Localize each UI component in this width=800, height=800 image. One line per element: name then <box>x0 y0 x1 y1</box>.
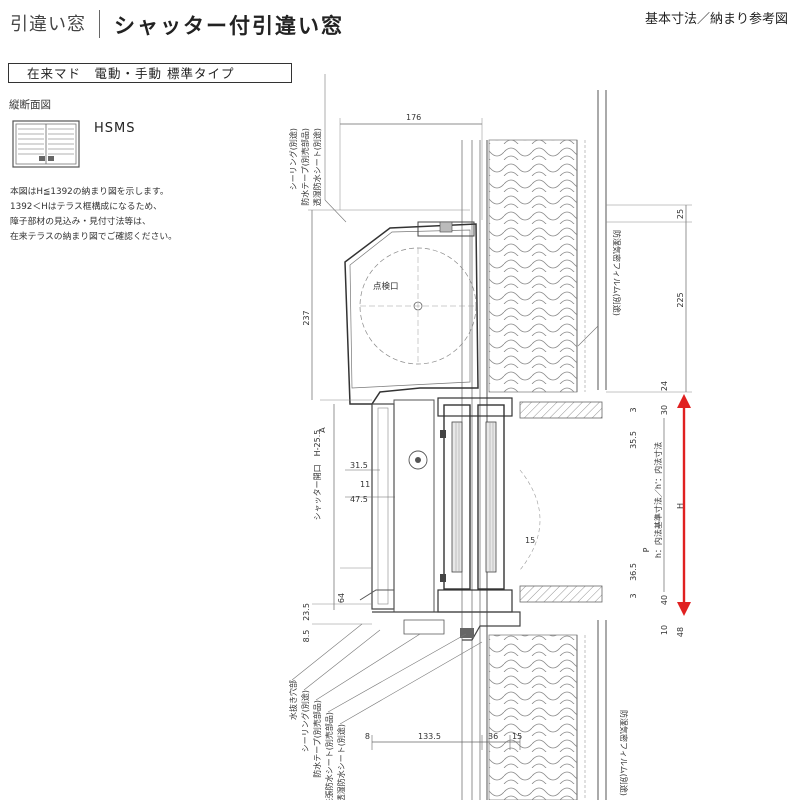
dim-8-5: 8.5 <box>302 630 311 643</box>
dim-237: 237 <box>302 310 311 325</box>
dim-inner-std: h：内法基準寸法／h'：内法寸法 <box>653 442 663 558</box>
insulation-lower <box>488 634 578 800</box>
head-frame <box>437 397 513 417</box>
dim-15-bot: 15 <box>512 732 522 741</box>
note-line: 障子部材の見込み・見付寸法等は、 <box>10 217 151 227</box>
callout-film-bot: 防湿気密フィルム(別途) <box>619 710 629 796</box>
dim-3-top: 3 <box>629 407 638 412</box>
model-label: HSMS <box>94 121 136 136</box>
dim-A: A <box>318 427 327 433</box>
dim-shutter-open: シャッター開口 H-25.5 <box>313 430 322 521</box>
callout-sheet-bot2: 透湿防水シート(別途) <box>336 724 346 800</box>
callout-tape-top: 防水テープ(別売部品) <box>300 128 310 206</box>
section-label: 縦断面図 <box>9 99 51 111</box>
note-line: 1392＜Hはテラス框構成になるため、 <box>10 202 162 212</box>
sill-flashing <box>372 611 521 641</box>
head-lintel <box>519 401 603 419</box>
window-frame-outer <box>393 399 435 613</box>
page-title: シャッター付引違い窓 <box>114 14 344 38</box>
type-label-box: 在来マド 電動・手動 標準タイプ <box>8 63 292 83</box>
dim-3-bot: 3 <box>629 593 638 598</box>
dim-47-5: 47.5 <box>350 495 368 504</box>
dim-H: H <box>676 503 685 509</box>
dim-40: 40 <box>660 595 669 605</box>
dim-8: 8 <box>365 732 370 741</box>
dim-23-5: 23.5 <box>302 603 311 621</box>
callout-tape-bot: 防水テープ(別売部品) <box>312 700 322 778</box>
dim-P: P <box>642 547 651 552</box>
dim-25: 25 <box>676 209 685 219</box>
page-subtitle: 基本寸法／納まり参考図 <box>644 12 788 27</box>
inspection-port-label: 点検口 <box>373 281 399 292</box>
window-thumbnail-icon <box>12 120 80 168</box>
sash-outer <box>477 404 505 590</box>
dim-11: 11 <box>360 480 370 489</box>
callout-drain: 水抜き穴部 <box>288 680 298 720</box>
dim-35-5: 35.5 <box>629 431 638 449</box>
dim-36: 36 <box>488 732 498 741</box>
dim-10: 10 <box>660 625 669 635</box>
dim-30: 30 <box>660 405 669 415</box>
sill-frame <box>437 589 513 613</box>
dim-64: 64 <box>337 593 346 603</box>
callout-sealing-bot: シーリング(別途) <box>300 690 310 752</box>
header-divider <box>99 10 100 38</box>
note-line: 在来テラスの納まり図でご確認ください。 <box>10 232 177 242</box>
shutter-guide-rail <box>371 403 395 610</box>
dim-36-5: 36.5 <box>629 563 638 581</box>
sill-member <box>519 585 603 603</box>
callout-film-top: 防湿気密フィルム(別途) <box>612 230 622 316</box>
callout-sealing-top: シーリング(別途) <box>288 128 298 190</box>
series-label: 引違い窓 <box>10 14 86 35</box>
callout-sheet-top: 透湿防水シート(別途) <box>312 128 322 206</box>
shutter-box <box>344 223 479 405</box>
dim-15: 15 <box>525 536 535 545</box>
callout-sheet-bot1: 先張防水シート(別売部品) <box>324 712 334 800</box>
note-line: 本図はH≦1392の納まり図を示します。 <box>10 187 169 197</box>
dim-24: 24 <box>660 381 669 391</box>
height-arrow <box>677 394 691 616</box>
dim-225: 225 <box>676 292 685 307</box>
dim-48: 48 <box>676 627 685 637</box>
dim-176: 176 <box>406 113 421 122</box>
dim-133-5: 133.5 <box>418 732 441 741</box>
sash-inner <box>443 404 471 590</box>
dim-31-5: 31.5 <box>350 461 368 470</box>
insulation-upper <box>488 139 578 393</box>
